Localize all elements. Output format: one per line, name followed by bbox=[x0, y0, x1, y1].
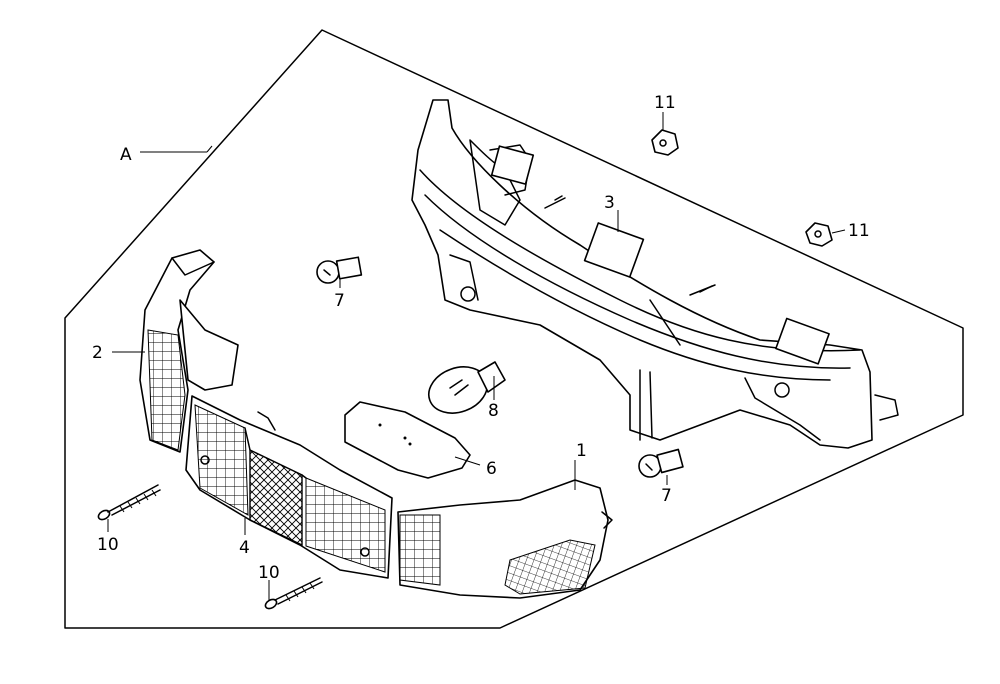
reflector-plate bbox=[344, 401, 471, 479]
screw-bottom bbox=[264, 577, 323, 610]
callout-10-left: 10 bbox=[97, 535, 119, 555]
nut-upper bbox=[651, 129, 679, 156]
headlight-housing bbox=[411, 99, 899, 449]
callout-7-lower: 7 bbox=[661, 486, 672, 506]
callout-11-upper: 11 bbox=[654, 93, 676, 113]
callout-11-right: 11 bbox=[848, 221, 870, 241]
callout-4: 4 bbox=[239, 538, 250, 558]
large-bulb bbox=[428, 361, 506, 414]
callout-6: 6 bbox=[486, 459, 497, 479]
callout-10-bottom: 10 bbox=[258, 563, 280, 583]
left-side-lens bbox=[139, 249, 239, 453]
small-bulb-lower bbox=[638, 448, 684, 478]
callout-7-upper: 7 bbox=[334, 291, 345, 311]
assembly-boundary bbox=[64, 29, 964, 629]
leader-lines bbox=[107, 112, 846, 600]
assembly-label: A bbox=[120, 145, 132, 165]
small-bulb-upper bbox=[316, 256, 363, 284]
callout-1: 1 bbox=[576, 441, 587, 461]
assembly-callout: A bbox=[120, 145, 213, 165]
callout-3: 3 bbox=[604, 193, 615, 213]
center-lens bbox=[185, 395, 393, 579]
nut-right bbox=[805, 222, 833, 247]
right-side-lens bbox=[397, 479, 613, 599]
callout-8: 8 bbox=[488, 401, 499, 421]
callout-2: 2 bbox=[92, 343, 103, 363]
screw-left bbox=[97, 484, 161, 521]
